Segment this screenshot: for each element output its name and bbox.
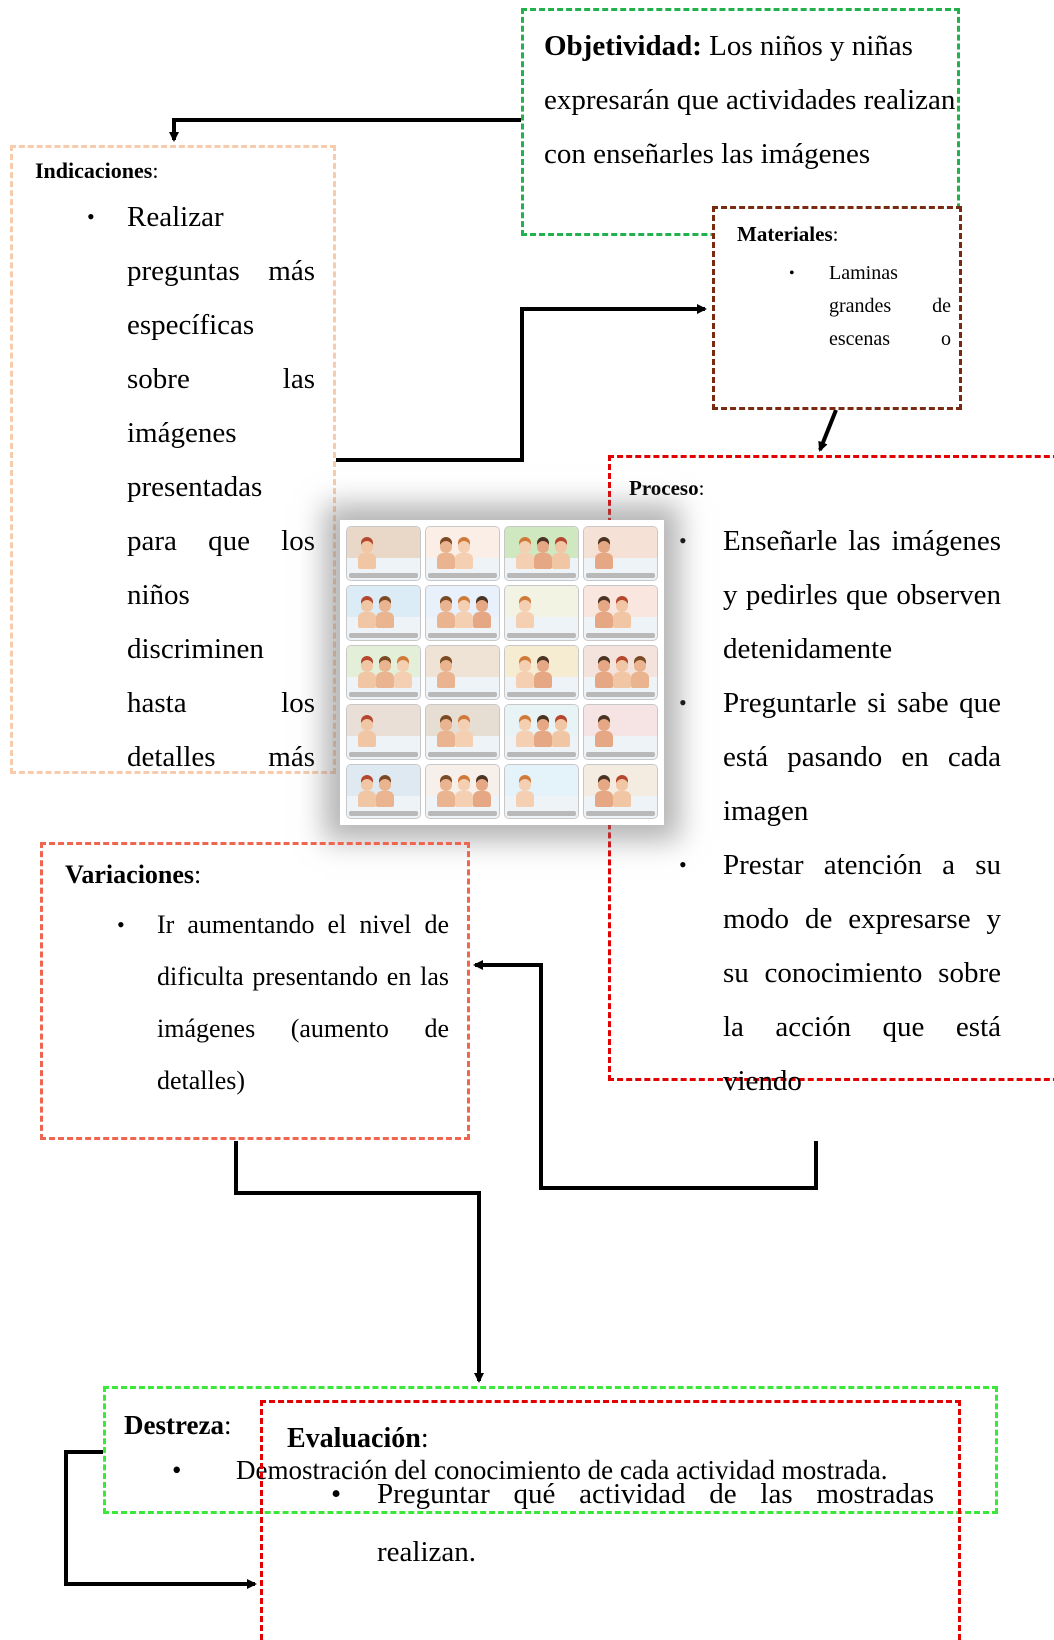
destreza-title: Destreza	[124, 1410, 224, 1440]
objetividad-text: Los niños y niñas expresarán que activid…	[544, 30, 956, 170]
evaluacion-heading: Evaluación:	[287, 1413, 958, 1465]
indicaciones-list: Realizar preguntas más específicas sobre…	[35, 190, 333, 784]
arrow-variaciones-to-destreza	[234, 1141, 484, 1383]
proceso-title: Proceso	[629, 476, 699, 500]
proceso-item: Enseñarle las imágenes y pedirles que ob…	[629, 514, 1001, 676]
proceso-item: Prestar atención a su modo de expresarse…	[629, 838, 1001, 1108]
scene-tile	[425, 763, 500, 819]
scene-tile	[346, 763, 421, 819]
arrow-indicaciones-to-materiales	[336, 304, 707, 462]
scene-tile	[504, 526, 579, 582]
indicaciones-title: Indicaciones	[35, 158, 153, 183]
scene-tile	[583, 644, 658, 701]
scene-tile	[504, 585, 579, 641]
variaciones-title: Variaciones	[65, 860, 195, 889]
indicaciones-item: Realizar preguntas más específicas sobre…	[35, 190, 333, 784]
scene-tile	[425, 644, 500, 701]
scene-tile	[504, 644, 579, 701]
scene-tile	[425, 585, 500, 641]
arrow-materiales-to-proceso	[818, 409, 838, 452]
scene-tile	[346, 585, 421, 641]
destreza-heading: Destreza:	[124, 1399, 995, 1451]
objetividad-box: Objetividad: Los niños y niñas expresará…	[521, 8, 960, 236]
variaciones-colon: :	[194, 860, 202, 889]
proceso-colon: :	[698, 476, 705, 500]
arrow-objetividad-to-indicaciones	[169, 118, 521, 142]
variaciones-box: Variaciones: Ir aumentando el nivel de d…	[40, 842, 470, 1140]
scene-tile	[504, 763, 579, 819]
scenes-picture-grid	[340, 520, 664, 825]
variaciones-item: Ir aumentando el nivel de dificulta pres…	[65, 899, 467, 1107]
scene-tile	[425, 704, 500, 760]
materiales-title: Materiales	[737, 222, 833, 246]
evaluacion-colon: :	[420, 1423, 429, 1454]
materiales-box: Materiales: Laminas grandes de escenas o	[712, 206, 962, 410]
scene-tile	[346, 526, 421, 582]
evaluacion-title: Evaluación	[287, 1423, 421, 1454]
scene-tile	[425, 526, 500, 582]
proceso-heading: Proceso:	[629, 466, 1054, 510]
evaluacion-box: Evaluación: Preguntar qué actividad de l…	[260, 1400, 961, 1640]
materiales-item: Laminas grandes de escenas o	[737, 257, 959, 356]
proceso-list: Enseñarle las imágenes y pedirles que ob…	[629, 514, 1054, 1108]
scene-tile	[504, 704, 579, 760]
scene-tile	[583, 585, 658, 641]
evaluacion-list: Preguntar qué actividad de las mostradas…	[287, 1465, 958, 1581]
scene-tile	[346, 704, 421, 760]
materiales-list: Laminas grandes de escenas o	[737, 257, 959, 356]
destreza-colon: :	[223, 1410, 232, 1440]
materiales-heading: Materiales:	[737, 221, 959, 247]
indicaciones-heading: Indicaciones:	[35, 148, 333, 182]
scene-tile	[583, 763, 658, 819]
scene-tile	[346, 644, 421, 701]
proceso-item: Preguntarle si sabe que está pasando en …	[629, 676, 1001, 838]
evaluacion-item: Preguntar qué actividad de las mostradas…	[287, 1465, 958, 1581]
variaciones-list: Ir aumentando el nivel de dificulta pres…	[65, 899, 467, 1107]
materiales-colon: :	[832, 222, 839, 246]
proceso-box: Proceso: Enseñarle las imágenes y pedirl…	[608, 455, 1054, 1097]
scene-tile	[583, 526, 658, 582]
indicaciones-box: Indicaciones: Realizar preguntas más esp…	[10, 145, 336, 774]
variaciones-heading: Variaciones:	[65, 859, 467, 891]
scene-tile	[583, 704, 658, 760]
objetividad-title: Objetividad:	[544, 30, 702, 62]
indicaciones-colon: :	[152, 158, 159, 183]
